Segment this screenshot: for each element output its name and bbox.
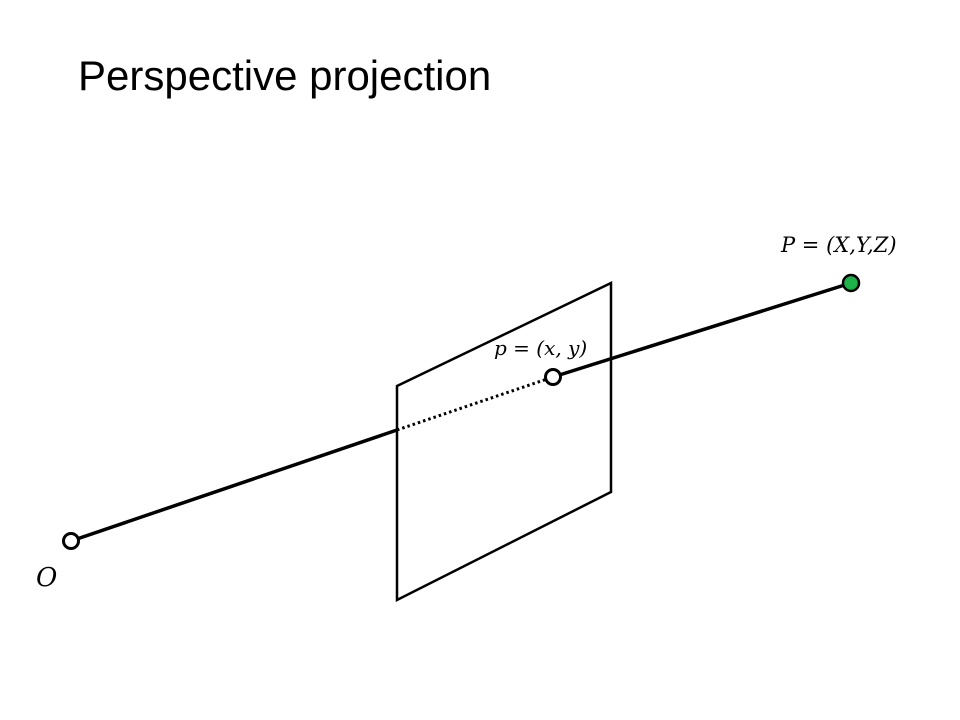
image-plane <box>395 281 613 603</box>
ray-hidden-segment <box>396 375 554 432</box>
world-point-label: P = (X,Y,Z) <box>780 233 897 257</box>
slide-title: Perspective projection <box>78 52 492 99</box>
image-point-label: p = (x, y) <box>494 336 587 360</box>
ray-image-to-world <box>552 281 852 379</box>
origin-marker <box>62 532 80 550</box>
image-point-marker <box>544 368 562 386</box>
ray-origin-to-plane <box>70 428 398 543</box>
world-point-marker <box>841 273 861 293</box>
origin-label: O <box>36 563 57 593</box>
